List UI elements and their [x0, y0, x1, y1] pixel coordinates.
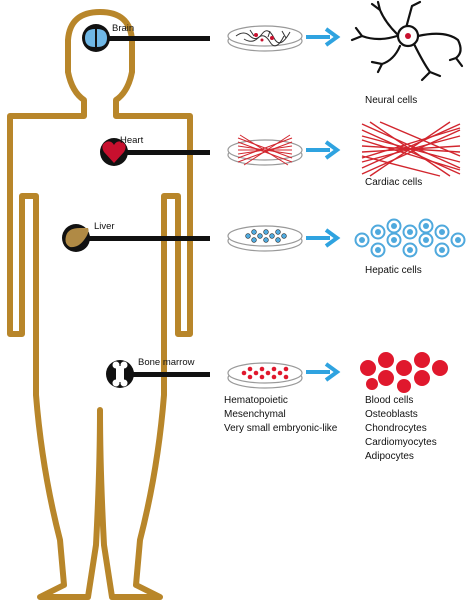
hepatic-cell-nucleus: [375, 247, 381, 253]
hepatic-cell-nucleus: [439, 247, 445, 253]
liver-icon: [65, 228, 89, 248]
hepatic-cell-nucleus: [359, 237, 365, 243]
human-body-outline: [7, 9, 193, 600]
heart-connector-line: [126, 150, 210, 155]
hepatic-culture-icon: [245, 229, 287, 243]
bone-marrow-connector-line: [132, 372, 210, 377]
output-item: Blood cells: [365, 395, 414, 406]
liver-label: Liver: [94, 221, 115, 232]
hepatic-cell-nucleus: [455, 237, 461, 243]
hepatic-cells-icon: [354, 218, 466, 258]
cardiac-cells-label: Cardiac cells: [365, 177, 423, 188]
bone-icon: [112, 361, 128, 387]
hepatic-cell-nucleus: [423, 237, 429, 243]
blood-culture-icon: [241, 366, 289, 380]
brain-arrow-icon: [306, 27, 341, 47]
brain-petri-dish: [227, 25, 303, 52]
output-item: Adipocytes: [365, 451, 414, 462]
brain-row: [82, 0, 464, 82]
cardiac-fibers-icon: [361, 121, 461, 177]
source-item: Mesenchymal: [224, 409, 286, 420]
blood-cells-icon: [360, 352, 448, 393]
hepatic-cell-nucleus: [375, 229, 381, 235]
neuron-culture-icon: [235, 29, 291, 47]
hepatic-cell-nucleus: [407, 229, 413, 235]
heart-icon: [102, 141, 126, 163]
bone-marrow-sources-list: Hematopoietic Mesenchymal Very small emb…: [224, 394, 337, 436]
brain-icon: [85, 29, 107, 47]
liver-row: [62, 218, 466, 258]
cardiac-culture-icon: [237, 134, 293, 166]
bone-marrow-petri-dish: [227, 362, 303, 389]
output-item: Osteoblasts: [365, 409, 418, 420]
liver-petri-dish: [227, 225, 303, 252]
bone-marrow-label: Bone marrow: [138, 357, 195, 368]
brain-label: Brain: [112, 23, 135, 34]
neuron-icon: [350, 0, 464, 82]
heart-label: Heart: [120, 135, 144, 146]
bone-marrow-outputs-list: Blood cells Osteoblasts Chondrocytes Car…: [365, 394, 437, 464]
output-item: Chondrocytes: [365, 423, 427, 434]
liver-connector-line: [88, 236, 210, 241]
source-item: Hematopoietic: [224, 395, 288, 406]
liver-arrow-icon: [306, 228, 341, 248]
bone-marrow-row: [106, 352, 448, 393]
hepatic-cell-nucleus: [423, 223, 429, 229]
hepatic-cell-nucleus: [391, 237, 397, 243]
hepatic-cells-label: Hepatic cells: [365, 265, 422, 276]
heart-petri-dish: [227, 134, 303, 166]
output-item: Cardiomyocytes: [365, 437, 437, 448]
heart-arrow-icon: [306, 140, 341, 160]
source-item: Very small embryonic-like: [224, 423, 338, 434]
hepatic-cell-nucleus: [407, 247, 413, 253]
hepatic-cell-nucleus: [439, 229, 445, 235]
neural-cells-label: Neural cells: [365, 95, 418, 106]
heart-row: [100, 121, 461, 177]
brain-connector-line: [108, 36, 210, 41]
bone-marrow-arrow-icon: [306, 362, 341, 382]
hepatic-cell-nucleus: [391, 223, 397, 229]
